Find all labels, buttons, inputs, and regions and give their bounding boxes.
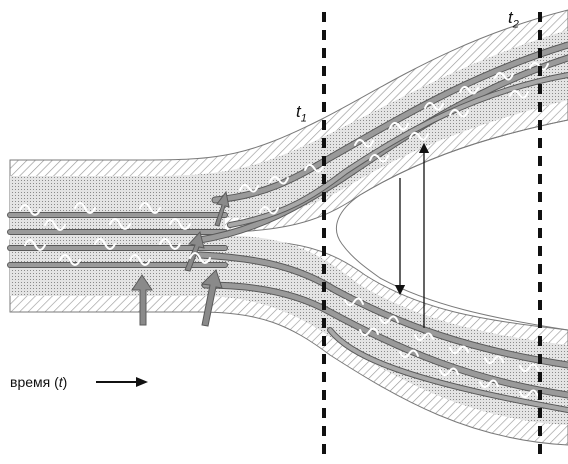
lower-loops	[344, 297, 539, 398]
t1-label: t1	[296, 102, 307, 125]
t2-label: t2	[508, 8, 519, 31]
stem-core	[10, 176, 225, 296]
stem-loops	[19, 202, 211, 266]
stem-strands	[7, 212, 228, 268]
time-axis-arrow	[96, 377, 148, 387]
time-axis-label: время (t)	[10, 374, 68, 390]
upper-loops	[239, 62, 549, 215]
upper-arm-strands	[196, 41, 568, 244]
fork-notch	[335, 119, 568, 331]
entry-arrows	[131, 190, 230, 327]
separation-arrows	[394, 142, 430, 328]
